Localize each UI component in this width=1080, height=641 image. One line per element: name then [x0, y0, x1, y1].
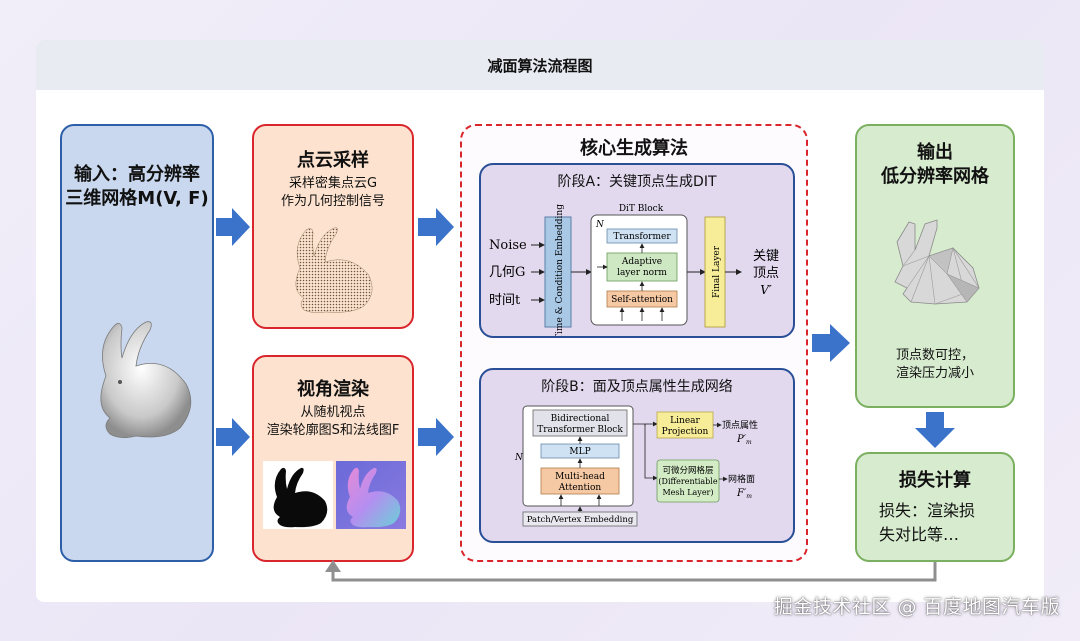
mesh-face-symbol: F′m	[736, 488, 752, 500]
stage-b-box: 阶段B：面及顶点属性生成网络 N Bidirectional Transform…	[479, 368, 795, 543]
input-box: 输入：高分辨率 三维网格M(V, F)	[60, 124, 214, 562]
mlp-label: MLP	[569, 447, 590, 457]
loss-line1: 损失：渲染损	[879, 501, 976, 520]
arrow-core-to-output	[812, 324, 850, 362]
stage-a-output-line1: 关键	[753, 249, 779, 264]
arrow-render-to-core	[418, 418, 454, 456]
dit-n-label: N	[595, 220, 605, 230]
stage-a-output-line2: 顶点	[753, 266, 779, 281]
input-title-line1: 输入：高分辨率	[74, 164, 200, 185]
render-line2: 渲染轮廓图S和法线图F	[266, 423, 400, 438]
dit-block-label: DiT Block	[619, 204, 664, 214]
stage-a-input-geometry: 几何G	[489, 264, 525, 280]
silhouette-image	[263, 461, 333, 529]
bidirectional-block	[532, 409, 628, 437]
bidirectional-line2: Transformer Block	[537, 425, 623, 435]
final-layer-label: Final Layer	[712, 245, 722, 298]
core-title: 核心生成算法	[580, 138, 688, 159]
self-attention-label: Self-attention	[611, 295, 673, 305]
embedding-label: Time & Condition Embedding	[555, 204, 565, 336]
mesh-layer-line1: 可微分网格层	[662, 465, 713, 476]
stage-a-input-noise: Noise	[489, 238, 527, 253]
stage-a-input-time: 时间t	[489, 293, 521, 308]
diagram-title: 减面算法流程图	[36, 40, 1044, 90]
mesh-layer-line3: Mesh Layer)	[662, 488, 713, 497]
arrow-input-to-sampling	[216, 208, 250, 246]
stage-a-dit-diagram: Noise 几何G 时间t Time & Condition Embedding…	[489, 204, 779, 336]
stage-a-box: 阶段A：关键顶点生成DIT Noise 几何G 时间t Time & Condi…	[479, 163, 795, 338]
point-cloud-sampling-box: 点云采样 采样密集点云G 作为几何控制信号	[252, 124, 414, 329]
input-title-line2: 三维网格M(V, F)	[65, 188, 209, 209]
feedback-arrow-head	[325, 560, 341, 572]
normal-map-image	[336, 461, 406, 529]
mesh-layer-line2: (Differentiable	[658, 477, 717, 486]
transformer-label: Transformer	[613, 232, 671, 242]
patch-embedding-label: Patch/Vertex Embedding	[527, 515, 634, 525]
sampling-line1: 采样密集点云G	[288, 176, 378, 191]
view-rendering-box: 视角渲染 从随机视点 渲染轮廓图S和法线图F	[252, 355, 414, 562]
render-title: 视角渲染	[297, 379, 369, 400]
arrow-sampling-to-core	[418, 208, 454, 246]
multihead-attention-block	[540, 467, 620, 495]
watermark: 掘金技术社区 @ 百度地图汽车版	[773, 596, 1060, 618]
output-line1: 顶点数可控，	[895, 348, 974, 363]
output-title-line1: 输出	[917, 142, 953, 163]
stage-b-transformer-diagram: N Bidirectional Transformer Block MLP Mu…	[514, 405, 758, 527]
stage-b-n-label: N	[514, 453, 524, 463]
stage-a-output-symbol: V′	[760, 283, 772, 297]
linear-projection-line2: Projection	[662, 427, 709, 437]
point-cloud-bunny-image	[295, 227, 373, 313]
arrow-output-to-loss	[915, 412, 955, 448]
differentiable-mesh-block	[656, 459, 720, 503]
vertex-attr-label: 顶点属性	[722, 419, 758, 431]
bidirectional-line1: Bidirectional	[551, 414, 610, 424]
feedback-arrow	[331, 562, 937, 582]
render-line1: 从随机视点	[300, 405, 366, 420]
patch-embedding-block	[522, 511, 638, 527]
linear-projection-line1: Linear	[670, 416, 700, 426]
loss-title: 损失计算	[899, 470, 971, 491]
mesh-face-label: 网格面	[728, 473, 755, 485]
multihead-line1: Multi-head	[555, 472, 605, 482]
adaptive-norm-line2: layer norm	[617, 268, 667, 278]
stage-b-title: 阶段B：面及顶点属性生成网络	[541, 379, 733, 395]
sampling-title: 点云采样	[297, 150, 369, 171]
output-box: 输出 低分辨率网格 顶点数可控， 渲染压力减小	[855, 124, 1015, 408]
high-res-bunny-image	[100, 321, 192, 438]
output-title-line2: 低分辨率网格	[881, 166, 989, 187]
transformer-block	[606, 228, 678, 244]
vertex-attr-symbol: P′m	[736, 434, 752, 446]
multihead-line2: Attention	[558, 483, 602, 493]
loss-box: 损失计算 损失：渲染损 失对比等…	[855, 452, 1015, 562]
loss-line2: 失对比等…	[879, 525, 960, 544]
output-line2: 渲染压力减小	[895, 366, 974, 381]
low-res-bunny-image	[894, 219, 980, 305]
linear-projection-block	[656, 411, 714, 439]
sampling-line2: 作为几何控制信号	[280, 194, 385, 209]
arrow-input-to-render	[216, 418, 250, 456]
stage-a-title: 阶段A：关键顶点生成DIT	[557, 174, 717, 190]
adaptive-norm-line1: Adaptive	[621, 257, 662, 267]
